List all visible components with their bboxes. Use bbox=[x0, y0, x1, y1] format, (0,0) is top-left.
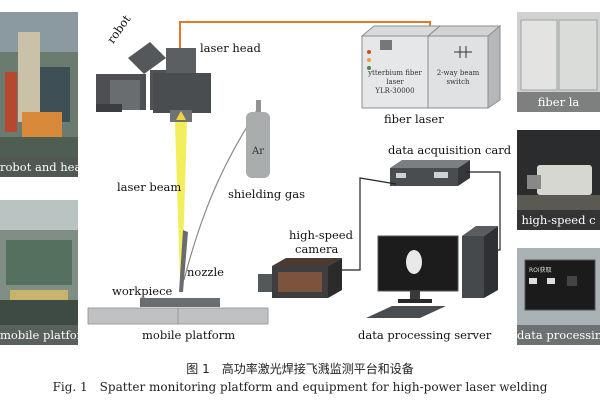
label-mobile-platform: mobile platform bbox=[142, 328, 236, 342]
laser-unit-line-1: ytterbium fiber bbox=[367, 69, 422, 77]
nozzle bbox=[179, 230, 188, 292]
laser-unit-line-3: YLR-30000 bbox=[374, 87, 414, 95]
figure-caption-english: Fig. 1 Spatter monitoring platform and e… bbox=[52, 380, 548, 394]
photo-caption-fiber-laser: fiber la bbox=[517, 92, 600, 112]
card-to-camera-cable bbox=[340, 177, 397, 271]
photo-caption-data-processing: data processin bbox=[517, 325, 600, 345]
gas-cylinder-label: Ar bbox=[251, 146, 264, 157]
laser-unit-line-2: laser bbox=[386, 78, 404, 86]
photo-fiber-laser: fiber la bbox=[517, 12, 600, 112]
switch-unit-line-1: 2-way beam bbox=[437, 69, 480, 77]
photo-mobile-platform: mobile platform bbox=[0, 200, 78, 345]
label-high-speed-camera-2: camera bbox=[295, 242, 339, 256]
fiber-laser-unit: ytterbium fiber laser YLR-30000 2-way be… bbox=[360, 24, 502, 109]
photo-caption-robot-and-head: robot and head bbox=[0, 157, 78, 177]
label-shielding-gas: shielding gas bbox=[228, 187, 306, 201]
photo-robot-and-head-image bbox=[0, 12, 78, 177]
label-robot: robot bbox=[104, 12, 134, 47]
label-data-acquisition-card: data acquisition card bbox=[388, 143, 512, 157]
photo-mobile-platform-image bbox=[0, 200, 78, 345]
label-laser-beam: laser beam bbox=[117, 180, 182, 194]
label-workpiece: workpiece bbox=[112, 284, 173, 298]
screen-tag: ROI获取 bbox=[529, 266, 552, 274]
label-high-speed-camera-1: high-speed bbox=[289, 228, 353, 242]
high-speed-camera bbox=[258, 258, 342, 298]
photo-data-processing: ROI获取 data processin bbox=[517, 248, 600, 345]
gas-cylinder: Ar bbox=[246, 100, 270, 178]
label-laser-head: laser head bbox=[200, 41, 261, 55]
photo-caption-mobile-platform: mobile platform bbox=[0, 325, 78, 345]
workpiece bbox=[140, 298, 220, 307]
switch-unit-line-2: switch bbox=[446, 78, 470, 86]
label-data-processing-server: data processing server bbox=[358, 328, 492, 342]
data-acquisition-card bbox=[390, 160, 470, 186]
figure-caption-chinese: 图 1 高功率激光焊接飞溅监测平台和设备 bbox=[186, 362, 414, 376]
label-nozzle: nozzle bbox=[187, 265, 224, 279]
data-processing-server bbox=[366, 226, 498, 318]
laser-head bbox=[153, 48, 211, 122]
label-fiber-laser: fiber laser bbox=[384, 112, 444, 126]
photo-caption-high-speed-camera: high-speed c bbox=[517, 210, 600, 230]
laser-beam bbox=[175, 122, 187, 282]
photo-robot-and-head: robot and head bbox=[0, 12, 78, 177]
photo-high-speed-camera: high-speed c bbox=[517, 130, 600, 230]
